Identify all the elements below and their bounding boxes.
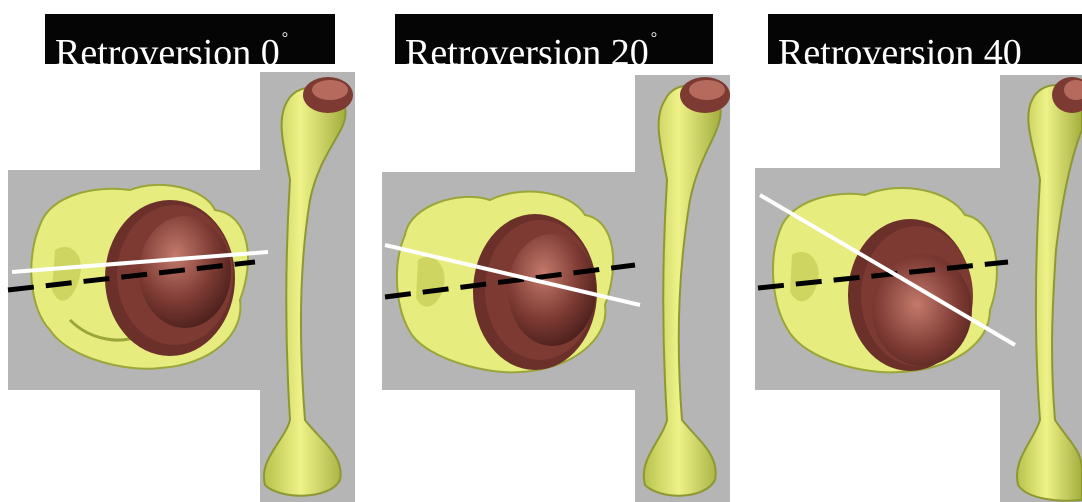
retroversion-0-render: [0, 0, 360, 502]
panel-retroversion-0: Retroversion 0°: [0, 0, 360, 502]
retroversion-40-render: [750, 0, 1082, 502]
panel-retroversion-20: Retroversion 20°: [370, 0, 730, 502]
panel-retroversion-40: Retroversion 40: [750, 0, 1082, 502]
retroversion-20-render: [370, 0, 730, 502]
glenoid-implant: [848, 219, 973, 371]
